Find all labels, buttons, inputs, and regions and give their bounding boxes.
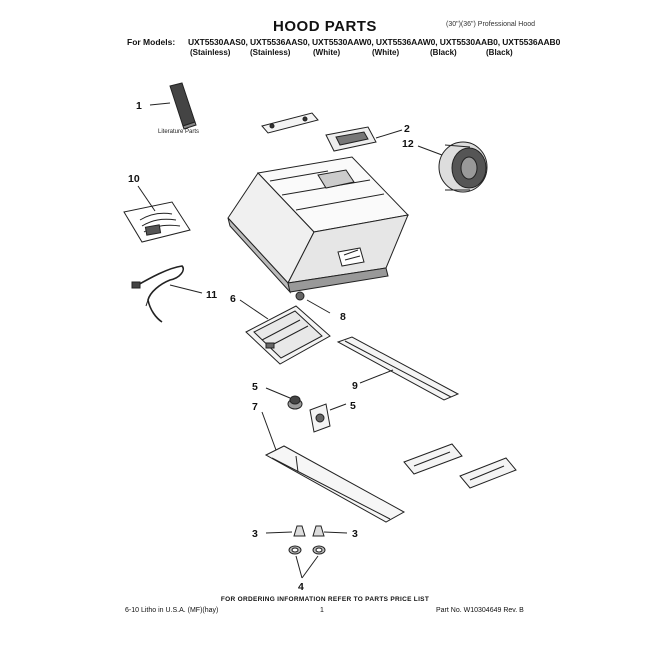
leader-line [295,555,303,579]
finish-label: (Stainless) [190,48,231,57]
control-panel-illustration [264,445,406,523]
leader-line [323,531,348,534]
exploded-parts-diagram: Literature Parts 1 2 12 [123,82,517,593]
trim-strip-illustration [336,336,460,401]
leader-line [417,145,443,156]
page-number: 1 [320,607,324,614]
ordering-note: FOR ORDERING INFORMATION REFER TO PARTS … [220,596,430,603]
callout-3: 3 [252,528,258,540]
litho-info: 6-10 Litho in U.S.A. (MF)(hay) [125,607,219,614]
part-number: Part No. W10304649 Rev. B [436,607,524,614]
leader-line [137,185,156,212]
finish-label: (White) [372,48,400,57]
switch-illustration [309,403,331,433]
callout-6: 6 [230,293,236,305]
lens-ring-illustration [288,545,326,555]
page-subtitle: (30")(36") Professional Hood [445,21,535,28]
callout-8: 8 [340,311,346,323]
side-bracket-illustration [403,443,517,489]
callout-3: 3 [352,528,358,540]
models-list: UXT5530AAS0, UXT5536AAS0, UXT5530AAW0, U… [188,37,561,47]
finish-label: (Black) [430,48,457,57]
finish-label: (Stainless) [250,48,291,57]
leader-line [265,387,291,399]
callout-11: 11 [206,289,217,301]
leader-line [329,403,347,411]
leader-line [239,299,269,320]
literature-parts-illustration [169,82,197,130]
leader-line [169,284,203,294]
leader-line [149,102,171,106]
knob-illustration [287,395,303,410]
leader-line [301,555,319,579]
page-title: HOOD PARTS [273,18,377,35]
wiring-harness-illustration [123,201,191,243]
callout-4: 4 [298,581,304,593]
hood-body-illustration [227,156,410,301]
leader-line [261,411,277,451]
blower-illustration [438,141,488,193]
callout-5: 5 [252,381,258,393]
power-cord-illustration [131,265,185,323]
leader-line [375,129,403,139]
callout-9: 9 [352,380,358,392]
models-label: For Models: [127,37,176,47]
grease-filter-illustration [245,305,331,365]
finish-label: (White) [313,48,341,57]
callout-10: 10 [128,173,140,185]
leader-line [306,299,331,314]
callout-7: 7 [252,401,258,413]
callout-2: 2 [404,123,410,135]
callout-5: 5 [350,400,356,412]
mounting-plate-illustration [261,112,319,134]
leader-line [359,369,394,384]
leader-line [265,531,293,534]
callout-1: 1 [136,100,142,112]
literature-parts-label: Literature Parts [158,129,199,135]
finish-label: (Black) [486,48,513,57]
callout-12: 12 [402,138,414,150]
damper-bracket-illustration [325,126,377,152]
light-bulb-illustration [293,525,325,537]
